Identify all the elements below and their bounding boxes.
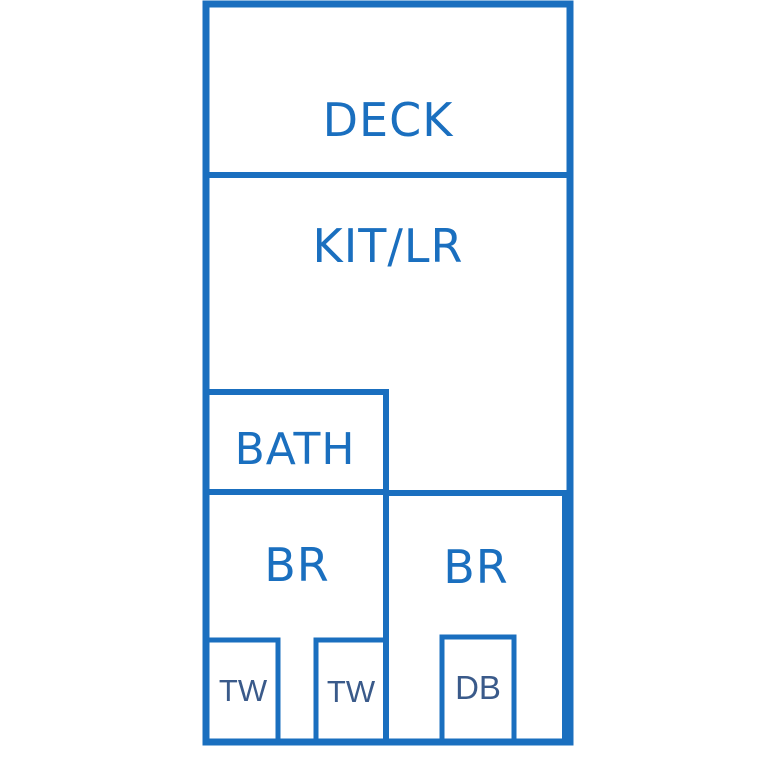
- kitchen-living-label: KIT/LR: [313, 219, 464, 273]
- deck-label: DECK: [323, 93, 455, 147]
- bedroom-left-label: BR: [264, 538, 330, 592]
- twin-bed-2: [313, 637, 389, 745]
- double-bed: [439, 634, 517, 745]
- double-bed-label: DB: [455, 669, 501, 706]
- twin-bed-1: [203, 637, 281, 745]
- twin-bed-1-label: TW: [219, 673, 268, 708]
- bedroom-right-label: BR: [443, 540, 509, 594]
- twin-bed-2-label: TW: [327, 674, 376, 709]
- bath-label: BATH: [235, 424, 356, 475]
- bath-walls: [203, 389, 389, 495]
